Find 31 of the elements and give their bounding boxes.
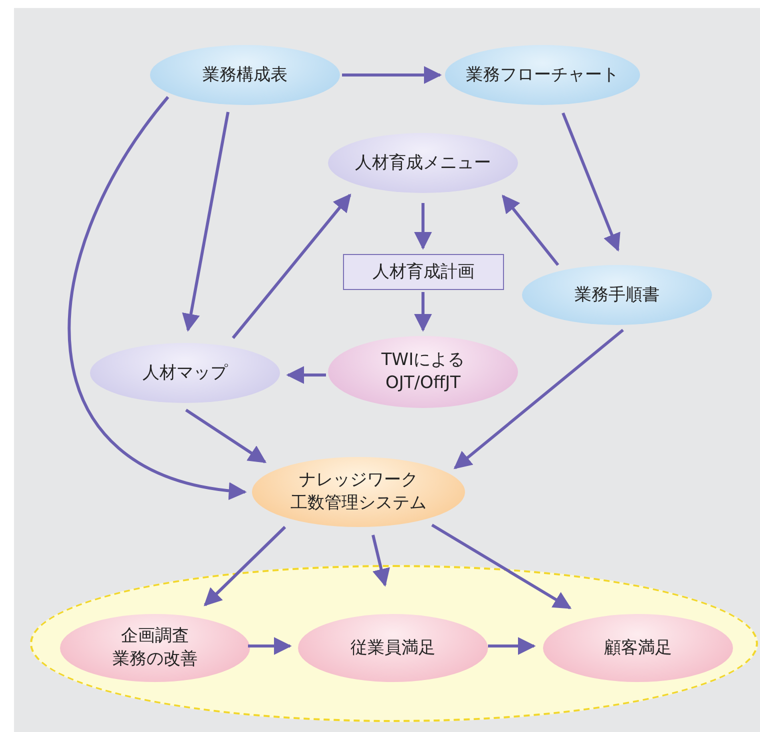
arrow — [562, 112, 620, 252]
arrow — [68, 96, 247, 499]
node-label: 人材育成計画 — [372, 260, 474, 284]
arrow — [414, 292, 432, 332]
arrow — [342, 66, 442, 84]
node-label: 人材マップ — [142, 362, 228, 384]
process-box — [343, 254, 504, 290]
node-label: 業務手順書 — [574, 284, 660, 306]
arrow — [286, 366, 326, 384]
node-label: TWIによる — [381, 349, 465, 372]
arrow — [204, 526, 286, 606]
node-label: 従業員満足 — [350, 636, 436, 660]
node-label: 業務の改善 — [112, 648, 198, 671]
node-label: 工数管理システム — [290, 492, 426, 515]
arrow — [414, 203, 432, 250]
arrow — [232, 194, 352, 339]
arrow — [185, 408, 266, 464]
arrow — [431, 524, 572, 610]
node-label: 企画調査 — [121, 625, 189, 648]
arrow — [502, 194, 560, 266]
node-label: 顧客満足 — [604, 636, 672, 660]
node-label: OJT/OffJT — [386, 372, 460, 395]
node-label: 業務フローチャート — [466, 64, 619, 86]
arrow — [182, 112, 230, 332]
arrow — [454, 328, 624, 470]
node-label: ナレッジワーク — [299, 469, 418, 492]
node-label: 人材育成メニュー — [355, 152, 491, 174]
arrow — [248, 637, 292, 655]
arrow — [372, 534, 390, 587]
node-label: 業務構成表 — [202, 64, 288, 86]
arrow — [488, 637, 536, 655]
